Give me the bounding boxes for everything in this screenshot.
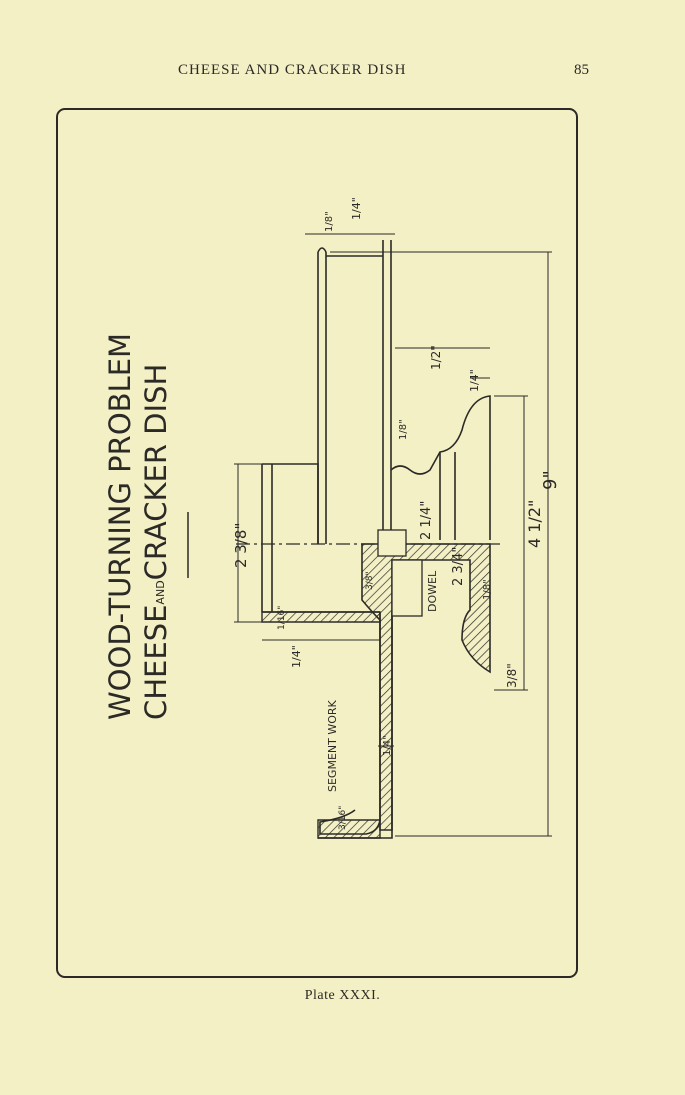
dim-rim-thick: 1/4" bbox=[290, 645, 303, 668]
dim-base-width: 4 1/2" bbox=[525, 500, 544, 548]
dim-dowel-dia: 2 3/4" bbox=[451, 547, 466, 586]
title-line-2b: CRACKER DISH bbox=[139, 364, 173, 581]
dimension-lines bbox=[234, 233, 552, 837]
dimension-labels: 9" 4 1/2" 2 3/8" 2 1/4" 2 3/4" 1/2" 1/4"… bbox=[232, 197, 561, 830]
dim-step: 1/8" bbox=[398, 419, 409, 440]
dim-top-b: 1/8" bbox=[324, 211, 335, 232]
dim-small-a: 1/8" bbox=[482, 579, 493, 600]
dim-top-depth: 1/2" bbox=[429, 345, 443, 370]
title-line-1: WOOD-TURNING PROBLEM bbox=[103, 333, 137, 720]
dim-flange: 1/4" bbox=[468, 369, 481, 392]
hatched-sections bbox=[261, 529, 491, 839]
plate-caption: Plate XXXI. bbox=[304, 988, 381, 1003]
dim-top-a: 1/4" bbox=[350, 197, 363, 220]
dim-height-left: 2 3/8" bbox=[232, 523, 250, 568]
dim-overall: 9" bbox=[540, 470, 561, 490]
svg-text:CHEESEANDCRACKER DISH: CHEESEANDCRACKER DISH bbox=[139, 364, 173, 720]
page-header: CHEESE AND CRACKER DISH 85 bbox=[0, 62, 685, 82]
page-number: 85 bbox=[574, 62, 589, 78]
running-title: CHEESE AND CRACKER DISH bbox=[178, 62, 407, 78]
dim-rim-end: 3/16" bbox=[338, 806, 348, 830]
dim-small-c: 3/8" bbox=[365, 571, 375, 590]
label-dowel: DOWEL bbox=[426, 570, 439, 612]
dish-outline bbox=[261, 240, 491, 839]
dim-foot: 3/8" bbox=[505, 663, 519, 688]
plate-frame bbox=[56, 108, 578, 978]
plate-title: WOOD-TURNING PROBLEM CHEESEANDCRACKER DI… bbox=[103, 333, 173, 720]
title-line-2a: CHEESE bbox=[139, 605, 173, 720]
dim-seg: 1/4" bbox=[382, 735, 393, 756]
title-and: AND bbox=[154, 580, 167, 604]
dim-small-b: 1/16" bbox=[277, 606, 287, 630]
dim-inner-dia: 2 1/4" bbox=[419, 501, 434, 540]
label-segment-work: SEGMENT WORK bbox=[326, 699, 339, 792]
